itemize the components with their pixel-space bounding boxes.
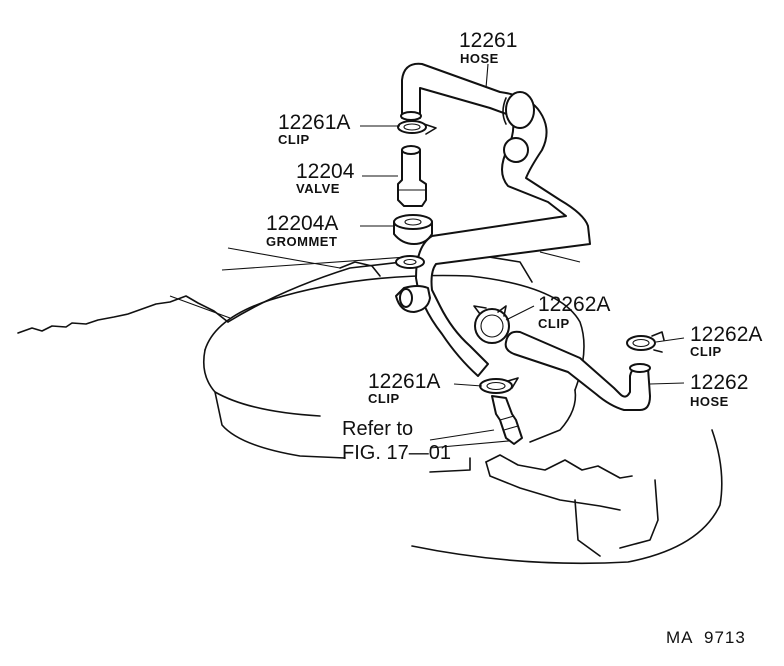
part-number: 12261A bbox=[368, 370, 440, 393]
part-number: 12204 bbox=[296, 160, 355, 183]
clip-12262a-middle bbox=[473, 305, 510, 344]
part-number: 12262A bbox=[538, 293, 610, 316]
engine-outline bbox=[17, 247, 723, 565]
label-12261a-clip-lower: 12261A CLIP bbox=[368, 370, 440, 406]
part-number: 12262 bbox=[690, 371, 748, 394]
hose-12262 bbox=[504, 330, 651, 411]
reference-line-2: FIG. 17—01 bbox=[342, 442, 451, 464]
part-number: 12261 bbox=[459, 29, 517, 52]
label-12261a-clip-upper: 12261A CLIP bbox=[278, 111, 350, 147]
diagram-code: MA 9713 bbox=[666, 628, 746, 647]
pipe-fitting bbox=[491, 395, 523, 445]
part-name: VALVE bbox=[296, 181, 340, 196]
leader-lines bbox=[360, 63, 685, 441]
valve-12204 bbox=[397, 145, 427, 207]
part-name: CLIP bbox=[690, 344, 722, 359]
label-12204-valve: 12204 VALVE bbox=[296, 160, 355, 196]
engine-port bbox=[395, 255, 431, 313]
label-12261-hose: 12261 HOSE bbox=[459, 29, 517, 66]
part-number: 12204A bbox=[266, 212, 338, 235]
clip-12261a-upper bbox=[397, 120, 437, 135]
reference-note: Refer to FIG. 17—01 bbox=[342, 418, 451, 464]
part-number: 12262A bbox=[690, 323, 762, 346]
label-12262a-clip-right: 12262A CLIP bbox=[690, 323, 762, 359]
part-number: 12261A bbox=[278, 111, 350, 134]
clip-12262a-right bbox=[626, 331, 665, 353]
reference-line-1: Refer to bbox=[342, 418, 413, 440]
part-name: CLIP bbox=[538, 316, 570, 331]
part-name: CLIP bbox=[278, 132, 310, 147]
part-name: GROMMET bbox=[266, 234, 337, 249]
part-name: CLIP bbox=[368, 391, 400, 406]
part-name: HOSE bbox=[690, 394, 729, 409]
clip-12261a-lower bbox=[479, 377, 519, 394]
label-12262a-clip-middle: 12262A CLIP bbox=[538, 293, 610, 331]
part-name: HOSE bbox=[460, 51, 499, 66]
hose-12261 bbox=[400, 62, 591, 377]
grommet-12204a bbox=[393, 214, 433, 245]
label-12204a-grommet: 12204A GROMMET bbox=[266, 212, 338, 249]
label-12262-hose: 12262 HOSE bbox=[690, 371, 748, 409]
